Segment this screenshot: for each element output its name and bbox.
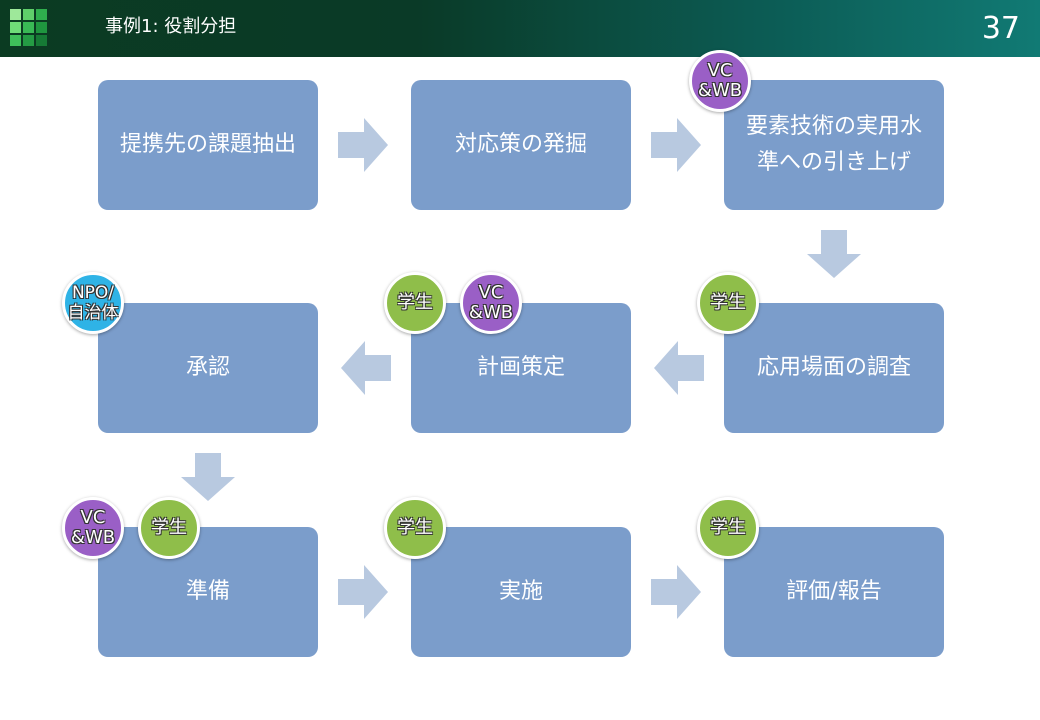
badge-vc-wb: VC &WB	[62, 497, 124, 559]
arrow-left-icon	[341, 341, 391, 395]
badge-student: 学生	[697, 497, 759, 559]
step-box-approval: 承認	[98, 303, 318, 433]
arrow-right-icon	[651, 118, 701, 172]
page-number: 37	[981, 11, 1020, 46]
arrow-right-icon	[338, 565, 388, 619]
badge-student: 学生	[697, 272, 759, 334]
arrow-down-icon	[181, 453, 235, 501]
badge-student: 学生	[384, 497, 446, 559]
logo-grid-icon	[10, 9, 48, 47]
step-box-countermeasure-discovery: 対応策の発掘	[411, 80, 631, 210]
arrow-left-icon	[654, 341, 704, 395]
step-box-evaluation-report: 評価/報告	[724, 527, 944, 657]
badge-vc-wb: VC &WB	[460, 272, 522, 334]
arrow-down-icon	[807, 230, 861, 278]
badge-student: 学生	[138, 497, 200, 559]
step-box-preparation: 準備	[98, 527, 318, 657]
step-box-execution: 実施	[411, 527, 631, 657]
badge-npo-municipality: NPO/ 自治体	[62, 272, 124, 334]
badge-vc-wb: VC &WB	[689, 50, 751, 112]
slide-title: 事例1: 役割分担	[105, 16, 237, 37]
step-box-technology-upgrade: 要素技術の実用水準への引き上げ	[724, 80, 944, 210]
step-box-application-survey: 応用場面の調査	[724, 303, 944, 433]
step-box-planning: 計画策定	[411, 303, 631, 433]
arrow-right-icon	[338, 118, 388, 172]
step-box-issue-extraction: 提携先の課題抽出	[98, 80, 318, 210]
badge-student: 学生	[384, 272, 446, 334]
arrow-right-icon	[651, 565, 701, 619]
slide-header: 事例1: 役割分担 37	[0, 0, 1040, 57]
